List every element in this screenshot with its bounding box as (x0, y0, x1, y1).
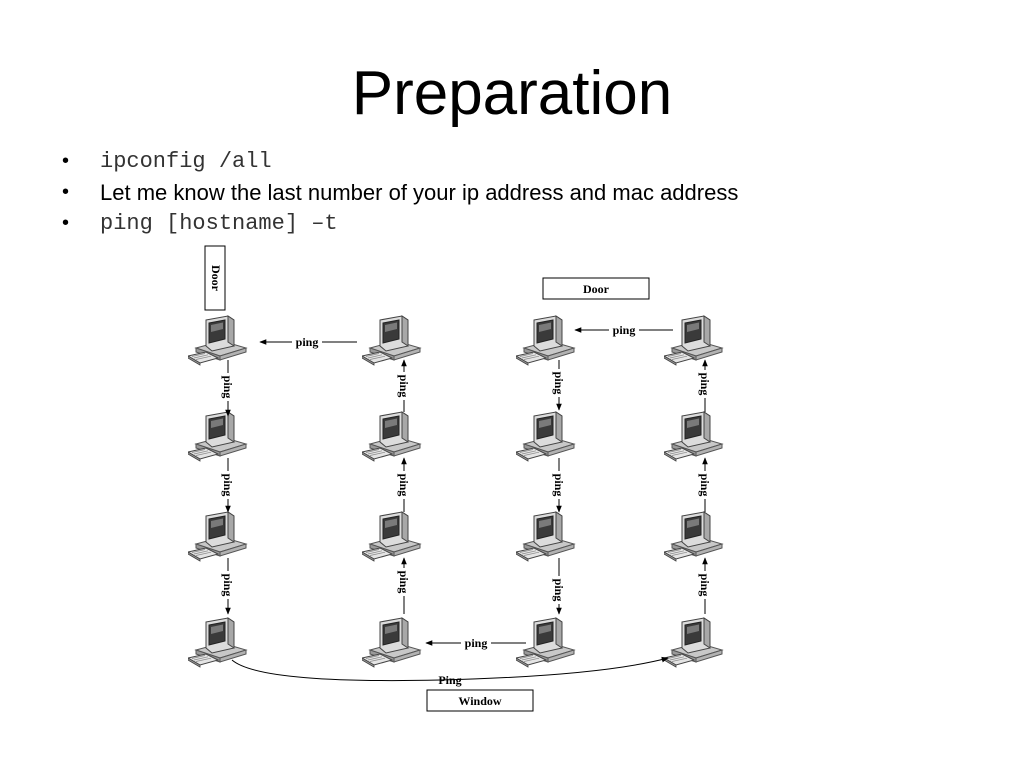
door-right-label: Door (583, 282, 610, 296)
window-box: Window (426, 689, 534, 712)
ping-label: ping (698, 373, 712, 396)
ping-label: ping (397, 375, 411, 398)
ping-curve-label: Ping (438, 673, 461, 687)
computer-col1-row4-icon (188, 617, 247, 668)
ping-col4-to-col3-row1: ping (574, 323, 673, 337)
ping-col1-row3-to-row4: ping (221, 558, 235, 615)
door-left: Door (204, 245, 226, 311)
bullet-item: • ping [hostname] –t (62, 208, 738, 239)
bullet-list: • ipconfig /all • Let me know the last n… (62, 146, 738, 239)
ping-col1-row2-to-row3: ping (221, 458, 235, 513)
ping-label: ping (698, 474, 712, 497)
ping-col2-row3-to-row2: ping (397, 457, 411, 512)
ping-curve-col1-to-col4: Ping (231, 656, 669, 687)
ping-col1-row1-to-row2: ping (221, 360, 235, 417)
ping-label: ping (221, 574, 235, 597)
ping-label: ping (552, 474, 566, 497)
computer-col2-row3-icon (362, 511, 421, 562)
ping-label: ping (552, 372, 566, 395)
computer-col1-row1-icon (188, 315, 247, 366)
computer-col2-row2-icon (362, 411, 421, 462)
ping-col3-row3-to-row4: ping (552, 558, 566, 615)
ping-col2-row2-to-row1: ping (397, 359, 411, 412)
ping-label: ping (397, 474, 411, 497)
computer-col3-row1-icon (516, 315, 575, 366)
computer-col2-row1-icon (362, 315, 421, 366)
door-left-label: Door (209, 265, 223, 292)
computer-col4-row4-icon (664, 617, 723, 668)
ping-col3-row1-to-row2: ping (552, 360, 566, 411)
computer-col4-row1-icon (664, 315, 723, 366)
ping-col4-row3-to-row2: ping (698, 457, 712, 512)
ping-label: ping (552, 579, 566, 602)
ping-label: ping (613, 323, 636, 337)
bullet-dot-icon: • (62, 181, 70, 203)
bullet-dot-icon: • (62, 212, 70, 234)
ping-label: ping (221, 376, 235, 399)
computer-col1-row2-icon (188, 411, 247, 462)
bullet-text-ping: ping [hostname] –t (100, 211, 338, 236)
ping-label: ping (397, 571, 411, 594)
bullet-dot-icon: • (62, 150, 70, 172)
ping-col4-row4-to-row3: ping (698, 557, 712, 614)
computer-col2-row4-icon (362, 617, 421, 668)
ping-label: ping (221, 474, 235, 497)
computer-col4-row3-icon (664, 511, 723, 562)
computer-col1-row3-icon (188, 511, 247, 562)
bullet-item: • ipconfig /all (62, 146, 738, 177)
bullet-text-ipconfig: ipconfig /all (100, 149, 272, 174)
slide-title: Preparation (351, 59, 673, 128)
ping-label: ping (296, 335, 319, 349)
bullet-text-instructions: Let me know the last number of your ip a… (100, 179, 739, 205)
computer-col4-row2-icon (664, 411, 723, 462)
window-label: Window (458, 694, 501, 708)
ping-label: ping (698, 574, 712, 597)
computer-col3-row3-icon (516, 511, 575, 562)
door-right: Door (542, 277, 650, 300)
ping-col2-row4-to-row3: ping (397, 557, 411, 614)
computer-col3-row2-icon (516, 411, 575, 462)
bullet-item: • Let me know the last number of your ip… (62, 177, 738, 208)
ping-col3-to-col2-row4: ping (425, 636, 526, 650)
ping-col3-row2-to-row3: ping (552, 458, 566, 513)
ping-col2-to-col1-row1: ping (259, 335, 357, 349)
ping-label: ping (465, 636, 488, 650)
ping-col4-row2-to-row1: ping (698, 359, 712, 412)
